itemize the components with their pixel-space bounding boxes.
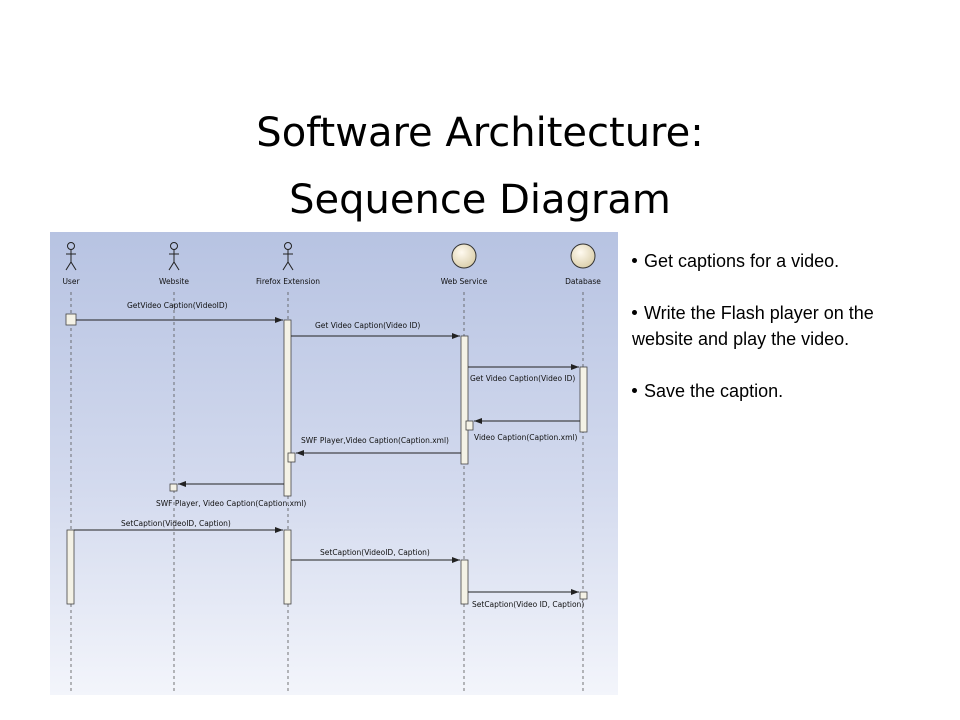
sequence-diagram: User Website Firefox Extension Web Servi… <box>50 232 618 695</box>
message-label-6: SWF Player, Video Caption(Caption.xml) <box>156 499 306 508</box>
activation-webservice-1 <box>460 335 469 465</box>
slide-title-line1: Software Architecture: <box>256 110 704 156</box>
bullet-text-2: Write the Flash player on the website an… <box>632 303 874 349</box>
diagram-background <box>50 232 618 695</box>
lifeline-label-web-service: Web Service <box>441 277 488 286</box>
message-label-1: GetVideo Caption(VideoID) <box>127 301 228 310</box>
bullet-dot-icon <box>632 257 637 263</box>
user-actor-icon <box>65 242 77 271</box>
message-label-3: Get Video Caption(Video ID) <box>470 374 575 383</box>
activation-database-1 <box>579 366 588 433</box>
bullet-item-3: Save the caption. <box>632 378 932 404</box>
message-label-8: SetCaption(VideoID, Caption) <box>320 548 430 557</box>
bullet-dot-icon <box>632 309 637 315</box>
arrowhead-7 <box>275 527 283 533</box>
arrowhead-6 <box>178 481 186 487</box>
lifeline-label-firefox-extension: Firefox Extension <box>256 277 320 286</box>
bullet-list: Get captions for a video. Write the Flas… <box>632 248 932 404</box>
arrowhead-1 <box>275 317 283 323</box>
arrowhead-8 <box>452 557 460 563</box>
arrowhead-4 <box>474 418 482 424</box>
message-label-7: SetCaption(VideoID, Caption) <box>121 519 231 528</box>
database-entity-icon <box>570 243 596 269</box>
lifeline-label-user: User <box>62 277 80 286</box>
activation-firefox-1 <box>283 319 292 497</box>
slide-title-line2: Sequence Diagram <box>289 177 671 223</box>
arrowhead-9 <box>571 589 579 595</box>
activation-user-1 <box>65 313 77 326</box>
website-actor-icon <box>168 242 180 271</box>
bullet-text-1: Get captions for a video. <box>644 251 840 271</box>
web-service-entity-icon <box>451 243 477 269</box>
message-label-2: Get Video Caption(Video ID) <box>315 321 420 330</box>
activation-firefox-2 <box>283 529 292 605</box>
arrowhead-3 <box>571 364 579 370</box>
bullet-dot-icon <box>632 387 637 393</box>
message-label-4: Video Caption(Caption.xml) <box>474 433 577 442</box>
arrowhead-2 <box>452 333 460 339</box>
firefox-extension-actor-icon <box>282 242 294 271</box>
message-label-5: SWF Player,Video Caption(Caption.xml) <box>301 436 449 445</box>
lifeline-label-website: Website <box>159 277 189 286</box>
activation-webservice-2 <box>460 559 469 605</box>
activation-database-2 <box>579 591 588 600</box>
lifeline-label-database: Database <box>565 277 601 286</box>
activation-website-1 <box>169 483 178 492</box>
arrowhead-5 <box>296 450 304 456</box>
activation-user-2 <box>66 529 75 605</box>
bullet-item-2: Write the Flash player on the website an… <box>632 300 932 352</box>
activation-firefox-return <box>287 452 296 463</box>
message-label-9: SetCaption(Video ID, Caption) <box>472 600 584 609</box>
bullet-item-1: Get captions for a video. <box>632 248 932 274</box>
bullet-text-3: Save the caption. <box>644 381 784 401</box>
activation-webservice-return <box>465 420 474 431</box>
